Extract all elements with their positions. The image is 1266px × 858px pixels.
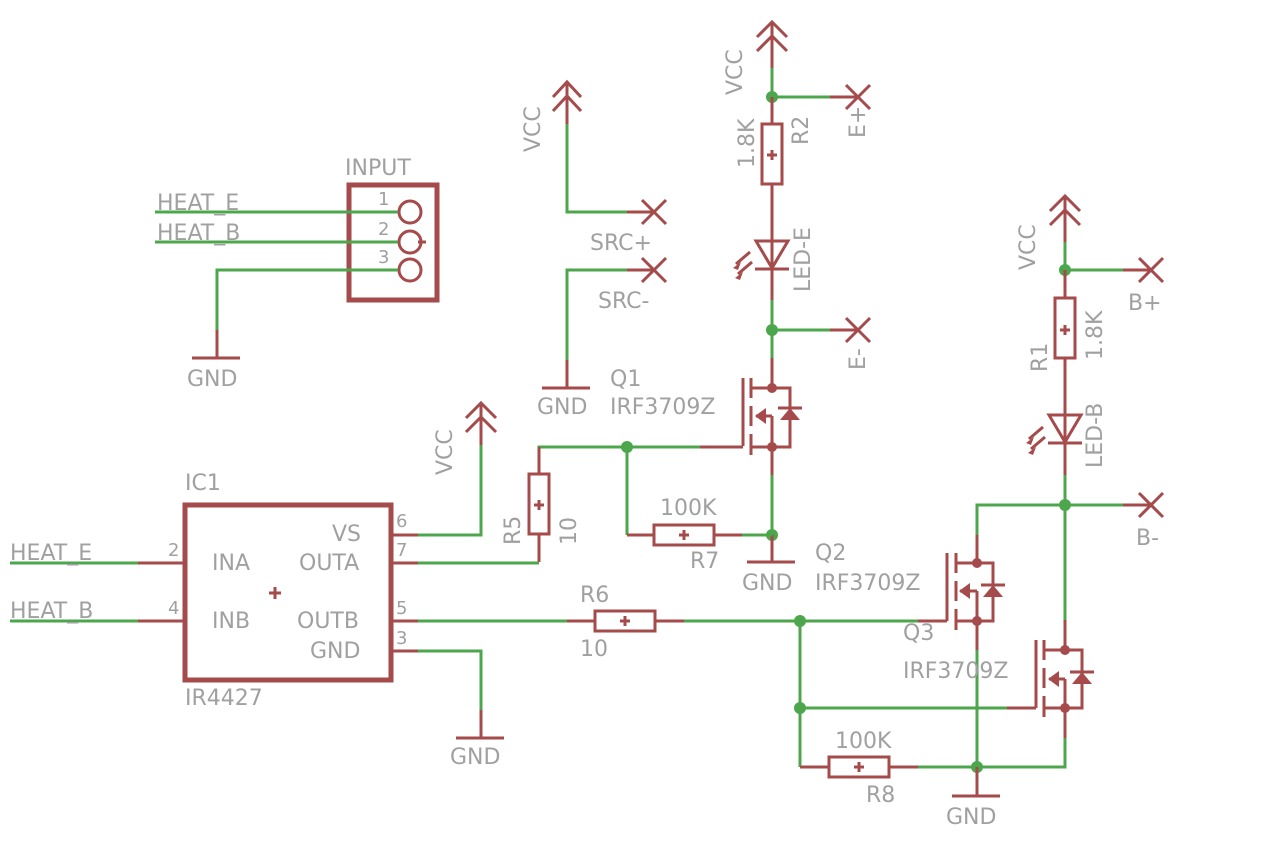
e-minus-label: E- <box>846 348 871 370</box>
ic1-pin-inb-label: INB <box>212 609 250 634</box>
vcc-arrow-icon <box>1048 193 1082 242</box>
ic1-name: IC1 <box>185 471 221 496</box>
gnd-label: GND <box>946 805 996 830</box>
led-b-name: LED-B <box>1083 403 1108 468</box>
q1-name: Q1 <box>610 367 641 392</box>
ic1-pin-5-number: 5 <box>396 598 407 619</box>
vcc-arrow-icon <box>464 400 498 445</box>
mosfet-q1[interactable]: Q1 IRF3709Z <box>610 358 802 475</box>
input-pin-1-number: 1 <box>378 189 389 210</box>
resistor-r2[interactable]: 1.8K R2 <box>735 116 814 186</box>
r1-name: R1 <box>1028 343 1053 372</box>
resistor-r6[interactable]: R6 10 <box>580 583 657 662</box>
vcc-arrow-icon <box>551 79 583 124</box>
ic1-pin-7-number: 7 <box>396 540 407 561</box>
ic1-body <box>182 502 394 683</box>
gnd-label: GND <box>450 745 500 770</box>
resistor-r1[interactable]: R1 1.8K <box>1028 296 1108 372</box>
vcc-label: VCC <box>1016 224 1041 270</box>
q2-name: Q2 <box>815 541 846 566</box>
q3-value: IRF3709Z <box>903 659 1009 684</box>
input-pin-3 <box>397 257 423 283</box>
led-b[interactable]: LED-B <box>1026 403 1108 468</box>
light-emission-icon <box>733 250 753 280</box>
e-minus-terminal-icon[interactable] <box>844 316 872 344</box>
b-plus-label: B+ <box>1128 291 1162 316</box>
net-label-heat-e: HEAT_E <box>10 541 92 566</box>
vcc-arrow-icon <box>755 19 789 68</box>
b-minus-label: B- <box>1136 526 1159 551</box>
r2-value: 1.8K <box>735 118 760 168</box>
gnd-label: GND <box>187 367 237 392</box>
input-connector[interactable]: INPUT 1 2 3 <box>345 156 440 303</box>
led-b-branch: VCC B+ R1 1.8K LED-B <box>975 193 1165 620</box>
input-pin-3-number: 3 <box>378 247 389 268</box>
ic1-pin-gnd-label: GND <box>310 639 360 664</box>
b-plus-terminal-icon[interactable] <box>1137 256 1165 284</box>
ic1-ir4427[interactable]: IC1 IR4427 INA INB VS OUTA OUTB GND 2 4 … <box>168 471 407 711</box>
src-minus-terminal-icon[interactable] <box>640 256 668 284</box>
input-pin-2-number: 2 <box>378 219 389 240</box>
e-plus-label: E+ <box>846 106 871 138</box>
mosfet-q3[interactable]: Q3 IRF3709Z <box>903 620 1094 738</box>
input-pin-1 <box>397 199 423 225</box>
r5-value: 10 <box>557 517 582 545</box>
src-section: VCC SRC+ SRC- GND <box>521 79 668 420</box>
vcc-label: VCC <box>521 106 546 152</box>
light-emission-icon <box>1026 425 1046 455</box>
ic1-pin-ina-label: INA <box>212 551 250 576</box>
r2-name: R2 <box>789 116 814 145</box>
q3-name: Q3 <box>903 621 934 646</box>
r8-name: R8 <box>866 783 895 808</box>
vcc-label: VCC <box>723 49 748 95</box>
r7-name: R7 <box>690 549 719 574</box>
r1-value: 1.8K <box>1083 310 1108 360</box>
r6-value: 10 <box>580 637 608 662</box>
resistor-r5[interactable]: R5 10 <box>501 447 582 562</box>
r8-value: 100K <box>835 729 892 754</box>
r5-name: R5 <box>501 516 526 545</box>
gnd-label: GND <box>742 571 792 596</box>
q2-value: IRF3709Z <box>815 571 921 596</box>
e-plus-terminal-icon[interactable] <box>844 83 872 111</box>
input-wires: HEAT_E HEAT_B GND <box>155 191 398 392</box>
b-minus-terminal-icon[interactable] <box>1137 491 1165 519</box>
ic1-pin-outb-label: OUTB <box>297 609 359 634</box>
ic1-pin-2-number: 2 <box>168 540 179 561</box>
net-label-heat-e: HEAT_E <box>157 191 239 216</box>
r7-value: 100K <box>660 496 717 521</box>
ic1-pin-4-number: 4 <box>168 598 179 619</box>
input-connector-label: INPUT <box>345 156 411 181</box>
gnd-label: GND <box>537 395 587 420</box>
led-e-name: LED-E <box>791 227 816 292</box>
resistor-r8[interactable]: 100K R8 <box>827 729 895 808</box>
mosfet-q2[interactable]: Q2 IRF3709Z <box>815 535 1005 650</box>
src-minus-label: SRC- <box>598 289 649 314</box>
ic1-pin-6-number: 6 <box>396 511 407 532</box>
q1-value: IRF3709Z <box>610 395 716 420</box>
ic1-pin-vs-label: VS <box>332 522 361 547</box>
net-label-heat-b: HEAT_B <box>157 221 240 246</box>
input-pin-2 <box>397 229 423 255</box>
led-e[interactable]: LED-E <box>733 227 816 292</box>
ic1-pin-3-number: 3 <box>396 628 407 649</box>
led-e-branch: VCC E+ 1.8K R2 LED-E <box>723 19 872 370</box>
src-plus-label: SRC+ <box>590 231 652 256</box>
src-plus-terminal-icon[interactable] <box>640 198 668 226</box>
net-label-heat-b: HEAT_B <box>10 599 93 624</box>
ic1-pin-outa-label: OUTA <box>299 551 359 576</box>
r6-name: R6 <box>580 583 609 608</box>
resistor-r7[interactable]: 100K R7 <box>652 496 719 574</box>
ic1-value: IR4427 <box>185 686 263 711</box>
vcc-label: VCC <box>433 429 458 475</box>
